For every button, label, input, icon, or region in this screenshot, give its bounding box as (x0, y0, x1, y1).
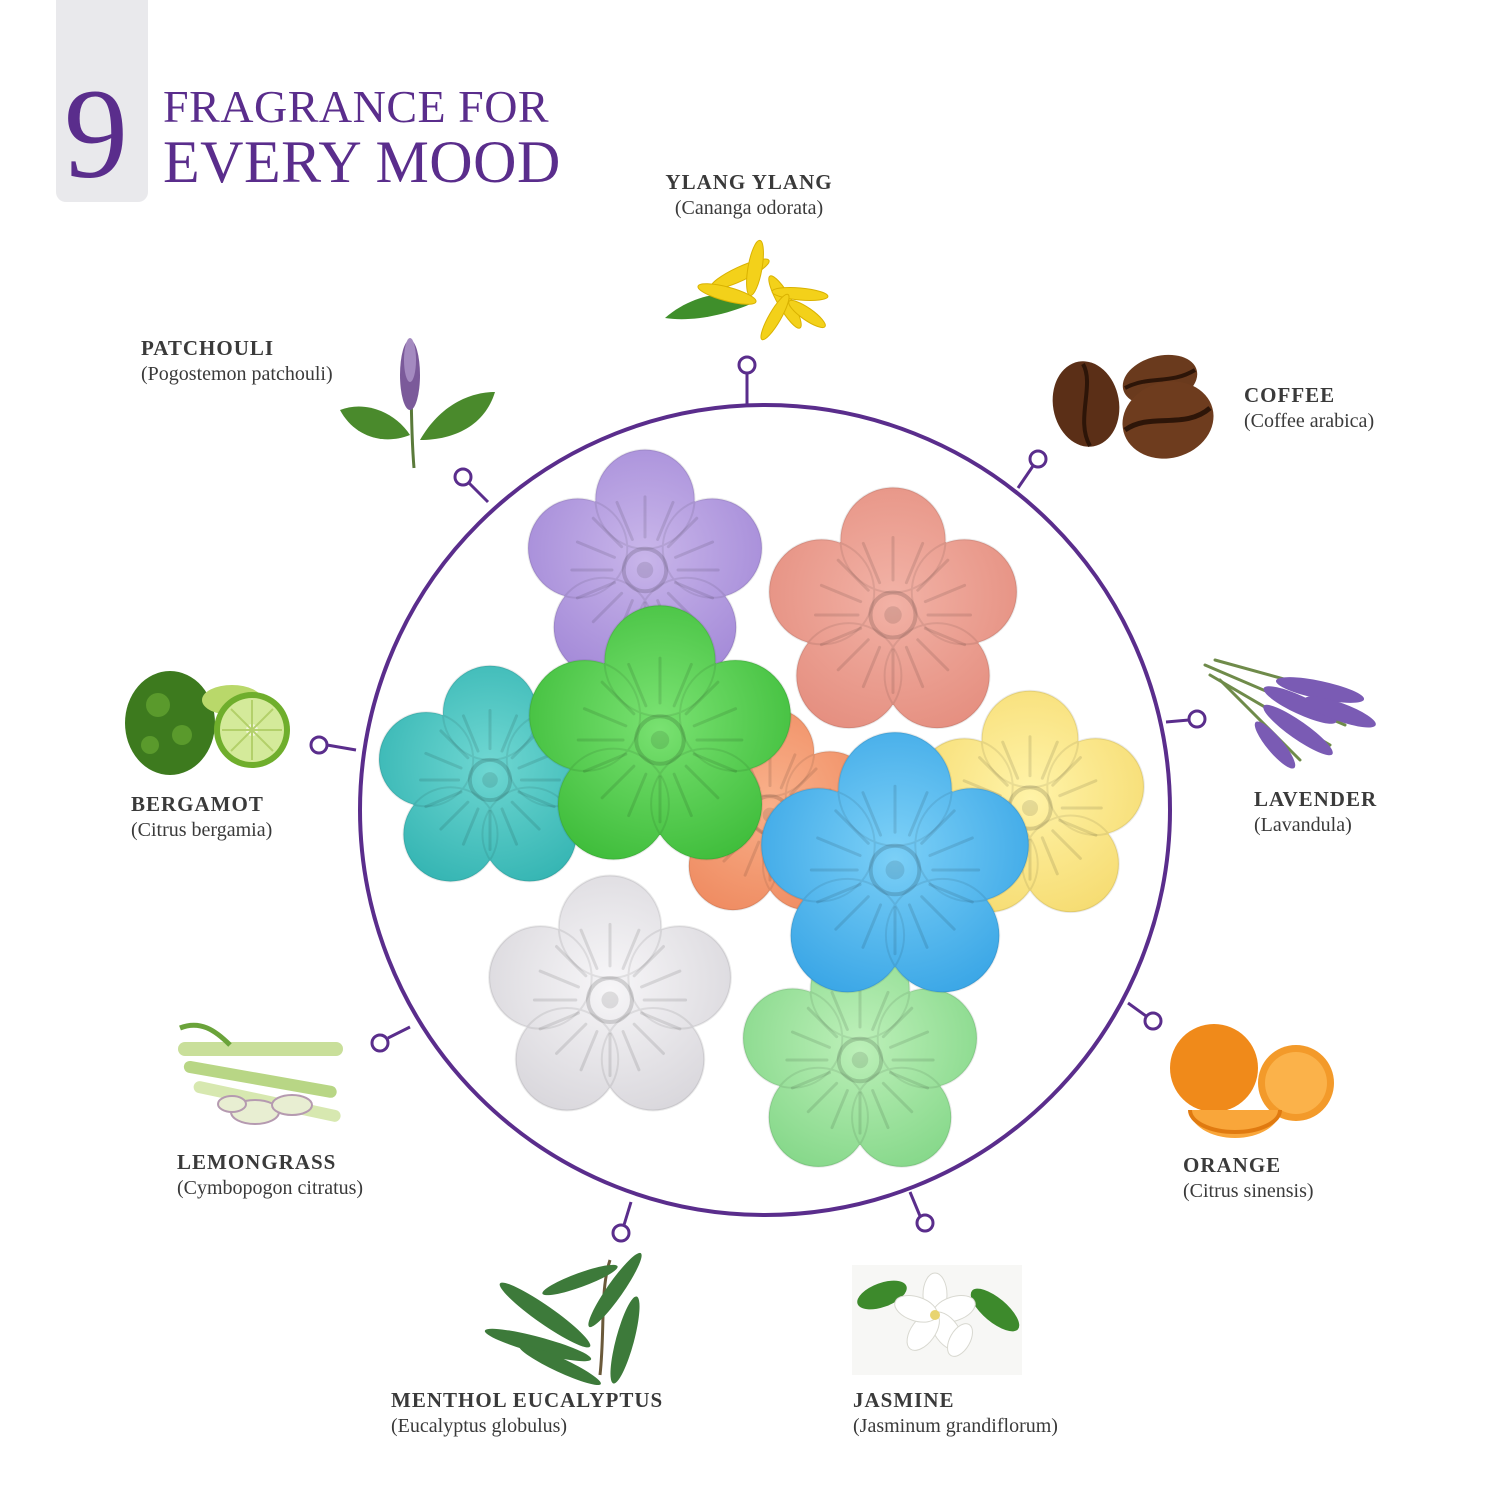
fragrance-name: BERGAMOT (131, 792, 264, 816)
ring (358, 403, 1172, 1217)
green-bath-bomb (528, 604, 792, 861)
label-patchouli: PATCHOULI (Pogostemon patchouli) (141, 336, 333, 387)
connector-bergamot (309, 735, 357, 755)
label-coffee: COFFEE (Coffee arabica) (1244, 383, 1374, 434)
orange-icon (1170, 1024, 1334, 1138)
white-bath-bomb (488, 874, 732, 1112)
label-jasmine: JASMINE (Jasminum grandiflorum) (853, 1388, 1058, 1439)
lavender-icon (1203, 658, 1376, 769)
fragrance-latin: (Eucalyptus globulus) (391, 1415, 568, 1438)
fragrance-latin: (Citrus sinensis) (1183, 1180, 1314, 1203)
connector-eucalyptus (611, 1201, 633, 1243)
coffee-icon (1052, 354, 1214, 459)
fragrance-latin: (Jasminum grandiflorum) (853, 1415, 1058, 1438)
fragrance-count: 9 (64, 63, 128, 205)
label-bergamot: BERGAMOT (Citrus bergamia) (131, 792, 272, 843)
ylang-ylang-icon (665, 239, 829, 341)
label-orange: ORANGE (Citrus sinensis) (1183, 1153, 1314, 1204)
label-lavender: LAVENDER (Lavandula) (1254, 787, 1377, 838)
jasmine-icon (852, 1265, 1022, 1375)
label-lemongrass: LEMONGRASS (Cymbopogon citratus) (177, 1150, 363, 1201)
fragrance-name: JASMINE (853, 1388, 955, 1412)
fragrance-latin: (Cymbopogon citratus) (177, 1177, 364, 1200)
fragrance-name: ORANGE (1183, 1153, 1282, 1177)
connector-ylang-ylang (737, 355, 757, 405)
connector-coffee (1016, 449, 1048, 489)
connector-lavender (1165, 709, 1207, 729)
number-badge (56, 0, 148, 202)
label-menthol-eucalyptus: MENTHOL EUCALYPTUS (Eucalyptus globulus) (391, 1388, 663, 1439)
pink-bath-bomb (768, 486, 1018, 730)
lemongrass-icon (178, 1022, 343, 1125)
fragrance-latin: (Lavandula) (1254, 814, 1352, 837)
title-line-2: EVERY MOOD (163, 129, 561, 195)
connector-jasmine (908, 1191, 935, 1233)
fragrance-latin: (Cananga odorata) (674, 197, 824, 220)
patchouli-icon (340, 338, 495, 469)
connector-orange (1127, 1001, 1163, 1031)
mint-bath-bomb (742, 938, 978, 1168)
fragrance-name: YLANG YLANG (665, 170, 833, 194)
fragrance-latin: (Pogostemon patchouli) (141, 363, 333, 386)
connector-patchouli (453, 467, 490, 504)
fragrance-latin: (Coffee arabica) (1244, 410, 1375, 433)
connector-lemongrass (370, 1025, 411, 1053)
fragrance-name: PATCHOULI (141, 336, 275, 360)
fragrance-name: LEMONGRASS (177, 1150, 337, 1174)
blue-bath-bomb (760, 731, 1030, 994)
bergamot-icon (125, 671, 290, 775)
eucalyptus-icon (484, 1252, 642, 1386)
title-line-1: FRAGRANCE FOR (163, 81, 550, 132)
fragrance-name: MENTHOL EUCALYPTUS (391, 1388, 664, 1412)
label-ylang-ylang: YLANG YLANG (Cananga odorata) (665, 170, 832, 221)
fragrance-latin: (Citrus bergamia) (131, 819, 273, 842)
fragrance-name: COFFEE (1244, 383, 1336, 407)
fragrance-name: LAVENDER (1254, 787, 1378, 811)
